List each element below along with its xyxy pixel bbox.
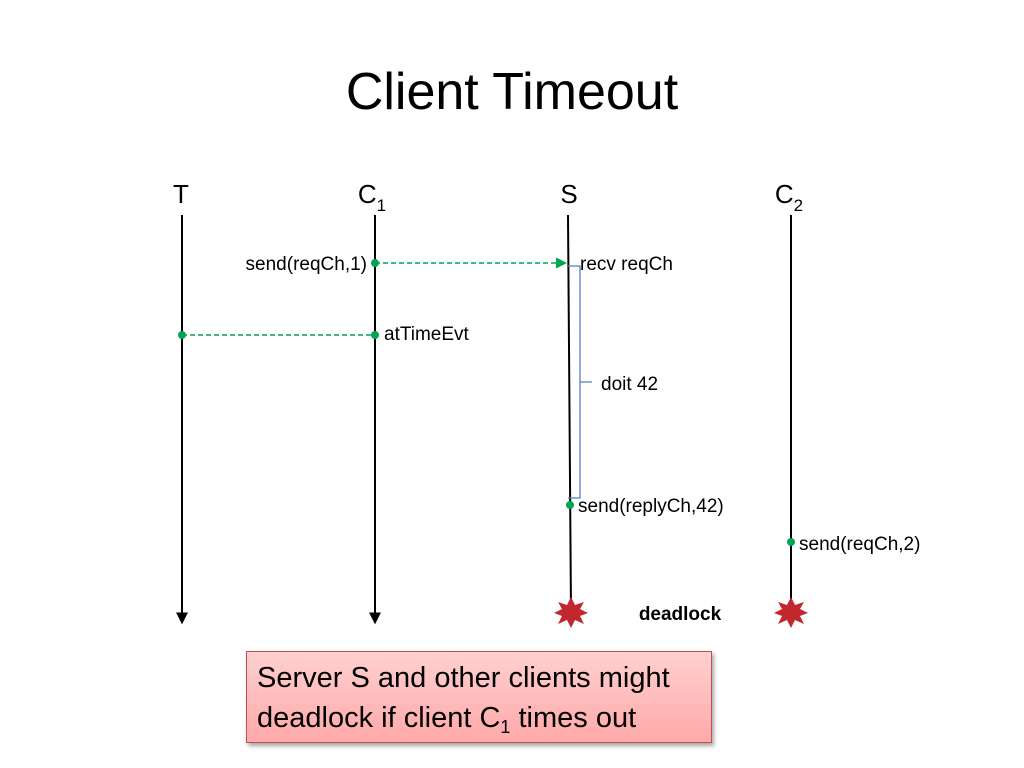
event-dot-send-req1	[371, 259, 379, 267]
slide-title: Client Timeout	[345, 63, 679, 121]
lifeline-s	[567, 214, 572, 613]
label-send-req1: send(reqCh,1)	[246, 254, 367, 275]
note-line-2: deadlock if client C1 times out	[257, 702, 637, 737]
note-box: Server S and other clients might deadloc…	[246, 651, 712, 743]
label-doit: doit 42	[601, 374, 658, 395]
note-line-1: Server S and other clients might	[257, 662, 670, 694]
doit-brace	[568, 265, 592, 499]
lifeline-label-c1: C1	[358, 179, 386, 215]
label-send-req2: send(reqCh,2)	[799, 534, 920, 555]
label-recv-req: recv reqCh	[580, 254, 673, 275]
event-dot-send-req2	[787, 538, 795, 546]
lifeline-label-c2: C2	[775, 179, 803, 215]
lifeline-label-s: S	[560, 179, 577, 209]
label-deadlock: deadlock	[639, 604, 722, 625]
event-dot-at-time-evt	[371, 331, 379, 339]
event-dot-send-reply	[566, 501, 574, 509]
event-dot-timer	[178, 331, 186, 339]
lifeline-label-t: T	[173, 179, 189, 209]
label-at-time-evt: atTimeEvt	[384, 324, 470, 345]
deadlock-burst-icon	[774, 597, 808, 628]
deadlock-burst-icon	[554, 597, 588, 628]
label-send-reply: send(replyCh,42)	[578, 496, 724, 517]
